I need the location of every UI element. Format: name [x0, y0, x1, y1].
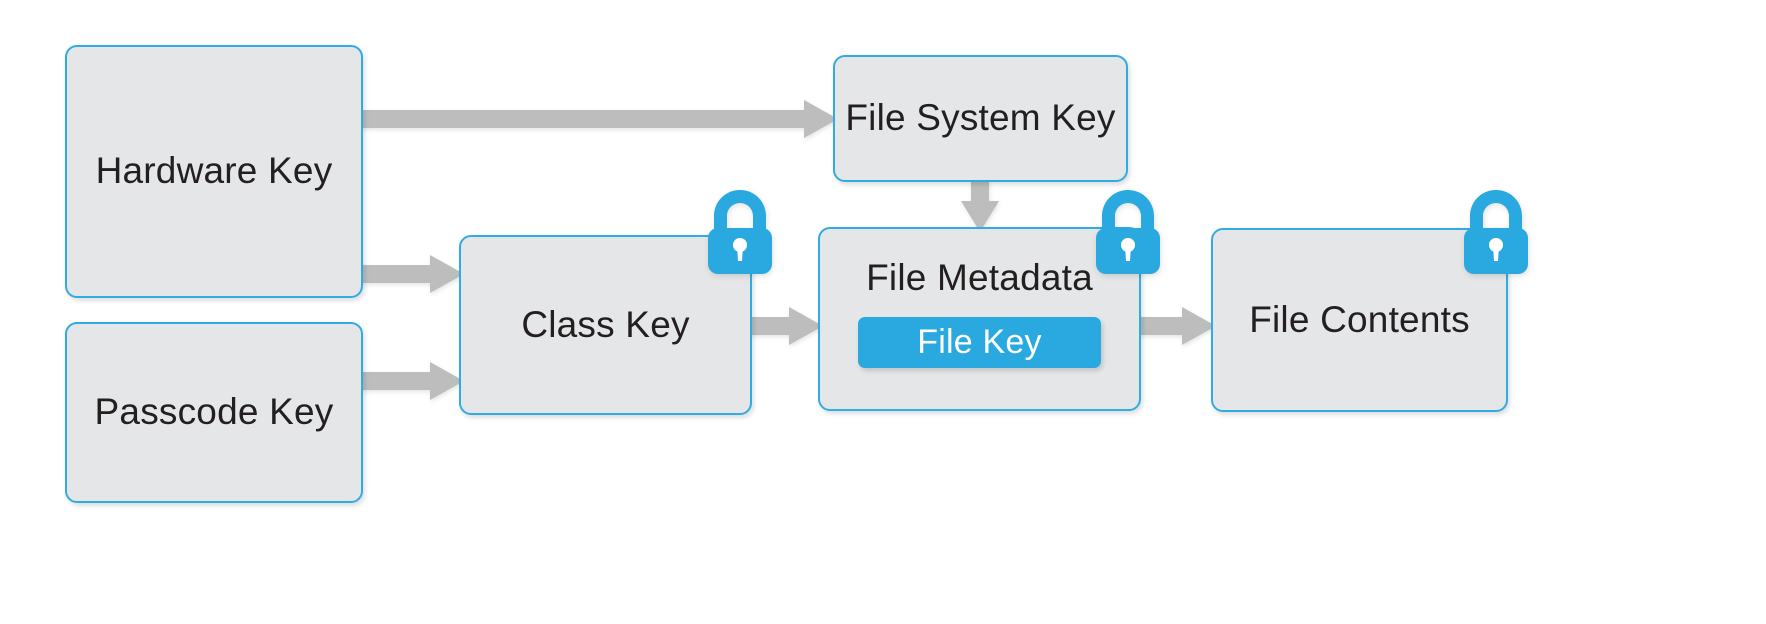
node-file-system-key-label: File System Key: [845, 97, 1116, 139]
node-file-metadata[interactable]: File Metadata File Key: [818, 227, 1141, 411]
lock-icon: [708, 190, 772, 274]
lock-icon: [1096, 190, 1160, 274]
node-hardware-key-label: Hardware Key: [95, 150, 333, 192]
node-class-key[interactable]: Class Key: [459, 235, 752, 415]
node-class-key-label: Class Key: [521, 303, 690, 345]
arrow-file-system-key-to-file-metadata: [961, 179, 999, 232]
node-file-contents[interactable]: File Contents: [1211, 228, 1508, 412]
node-file-metadata-label: File Metadata: [866, 257, 1093, 298]
lock-icon: [1464, 190, 1528, 274]
node-passcode-key[interactable]: Passcode Key: [65, 322, 363, 503]
node-file-contents-label: File Contents: [1249, 298, 1470, 340]
arrow-hardware-key-to-file-system-key: [360, 100, 838, 138]
file-key-chip[interactable]: File Key: [858, 316, 1101, 368]
node-hardware-key[interactable]: Hardware Key: [65, 45, 363, 298]
arrow-passcode-key-to-class-key: [360, 362, 464, 400]
node-file-system-key[interactable]: File System Key: [833, 55, 1128, 182]
arrow-file-metadata-to-file-contents: [1138, 307, 1216, 345]
node-passcode-key-label: Passcode Key: [94, 391, 334, 433]
arrow-hardware-key-to-class-key: [360, 255, 464, 293]
arrow-class-key-to-file-metadata: [749, 307, 823, 345]
